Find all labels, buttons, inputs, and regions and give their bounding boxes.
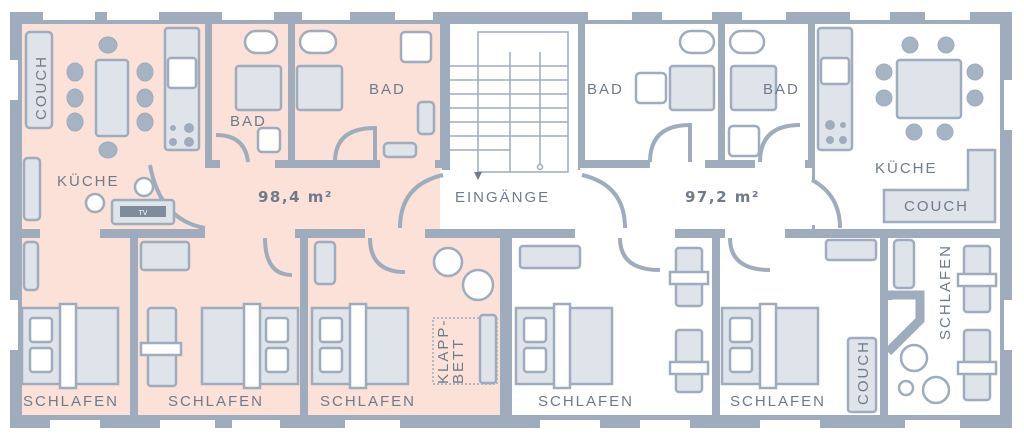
label-bedroom-2-right: SCHLAFEN — [730, 393, 826, 410]
furniture-right — [514, 26, 998, 414]
bed-band — [139, 341, 183, 357]
pillow — [28, 346, 54, 374]
tv-label: TV — [139, 210, 148, 217]
pillow — [264, 346, 290, 374]
labels: COUCH KÜCHE BAD BAD 98,4 m² EINGÄNGE BAD… — [23, 55, 969, 410]
sink — [399, 30, 433, 64]
area-right: 97,2 m² — [685, 188, 760, 206]
pillow — [28, 316, 54, 344]
stool — [84, 192, 106, 214]
bed-band — [58, 302, 78, 390]
dining-table-right — [895, 58, 963, 120]
sink — [727, 124, 761, 158]
label-couch-right-2: COUCH — [855, 340, 872, 405]
label-bath-1-left: BAD — [230, 113, 267, 130]
bed-band — [956, 272, 998, 288]
staircase — [450, 31, 569, 180]
wardrobe — [892, 238, 916, 290]
pillow — [318, 346, 344, 374]
label-bedroom-2-left: SCHLAFEN — [168, 393, 264, 410]
label-kitchen-left: KÜCHE — [57, 172, 120, 190]
sink — [634, 71, 668, 105]
label-bedroom-1-right: SCHLAFEN — [538, 393, 634, 410]
shower — [729, 64, 778, 112]
stove-left — [169, 123, 194, 147]
sink — [256, 126, 282, 154]
label-bath-2-right: BAD — [763, 81, 800, 98]
label-couch-right: COUCH — [904, 198, 969, 215]
couch-left — [24, 30, 54, 130]
pillow — [318, 316, 344, 344]
toilet — [678, 29, 716, 55]
chairs-right — [875, 36, 984, 141]
armchair — [432, 246, 464, 278]
toilet — [298, 29, 338, 55]
bed-band — [668, 360, 710, 376]
label-bedroom-1-left: SCHLAFEN — [23, 393, 119, 410]
bed-band — [552, 302, 572, 390]
bed-band — [242, 302, 262, 390]
armchair — [921, 375, 951, 405]
shower — [234, 64, 283, 112]
shower — [668, 64, 716, 112]
bed-band — [956, 360, 998, 376]
bed-band — [668, 270, 710, 286]
stool — [133, 176, 155, 198]
angled-wall — [883, 290, 925, 356]
label-bedroom-3-left: SCHLAFEN — [320, 393, 416, 410]
tv — [120, 206, 166, 217]
toilet — [728, 29, 766, 55]
couch-right — [882, 148, 997, 224]
shower — [295, 64, 344, 112]
wardrobe — [518, 244, 582, 270]
label-bath-2-left: BAD — [369, 81, 406, 98]
area-left: 98,4 m² — [258, 188, 333, 206]
wardrobe — [313, 240, 337, 286]
pillow — [522, 346, 548, 374]
armchair — [461, 268, 495, 302]
hallway-left — [150, 168, 442, 229]
wardrobe — [824, 238, 878, 262]
pillow — [728, 346, 754, 374]
sideboard-left — [22, 156, 42, 222]
couch-right-2 — [846, 336, 878, 414]
armchair — [899, 343, 929, 373]
stair-arrow-icon — [474, 172, 482, 180]
label-folding-bed-2: BETT — [450, 338, 467, 384]
pillow — [264, 316, 290, 344]
bed-band — [348, 302, 368, 390]
wardrobe — [22, 240, 40, 292]
label-entrances: EINGÄNGE — [455, 189, 550, 206]
kitchen-sink-right — [819, 56, 851, 86]
chairs-left — [66, 36, 154, 159]
pillow — [728, 316, 754, 344]
door-arcs — [148, 122, 842, 277]
windows — [10, 12, 1012, 428]
label-kitchen-right: KÜCHE — [875, 159, 938, 177]
kitchen-sink-left — [166, 56, 198, 90]
stove-right — [825, 120, 847, 144]
folding-bed-cabinet — [478, 313, 498, 385]
label-bath-1-right: BAD — [587, 81, 624, 98]
label-couch-left: COUCH — [33, 55, 50, 120]
cabinet — [382, 141, 418, 159]
bed-band — [758, 302, 778, 390]
toilet — [243, 29, 279, 55]
cabinet — [416, 100, 436, 136]
kitchen-counter-right — [816, 26, 854, 152]
label-bedroom-3-right: SCHLAFEN — [937, 244, 954, 340]
wardrobe — [139, 240, 191, 272]
dining-table-left — [94, 58, 130, 138]
label-folding-bed-1: KLAPP- — [435, 319, 452, 384]
pillow — [522, 316, 548, 344]
side-table — [897, 379, 915, 397]
furniture-left: TV — [20, 26, 498, 390]
